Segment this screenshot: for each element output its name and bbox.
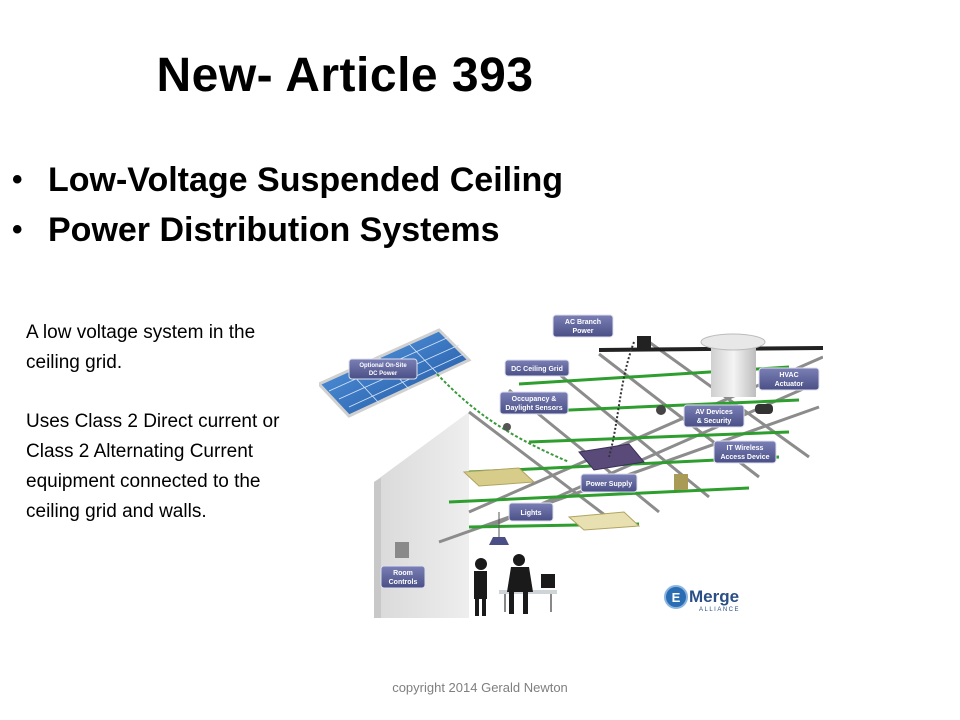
sensor-device [503, 423, 511, 431]
tag-label: DC Ceiling Grid [511, 366, 563, 373]
bullet-text: Power Distribution Systems [48, 211, 500, 249]
light-panel [567, 511, 641, 531]
illustration-svg: AC Branch Power Optional On-Site DC Powe… [316, 314, 824, 618]
tag-label: Daylight Sensors [505, 405, 562, 412]
power-supply-cable [608, 341, 635, 458]
logo-mark: E [672, 590, 681, 605]
slide-title: New- Article 393 [156, 49, 534, 102]
solar-cable [436, 373, 570, 463]
tag-label: Lights [521, 510, 542, 517]
tag-label: Power [572, 328, 593, 335]
power-supply-box [578, 443, 645, 471]
sensor-device [656, 405, 666, 415]
bullet-icon: • [12, 163, 23, 196]
thermostat [395, 542, 409, 558]
hvac-unit [700, 333, 766, 397]
tag-label: AC Branch [565, 319, 601, 326]
bullet-list: • Low-Voltage Suspended Ceiling • Power Di… [10, 155, 563, 255]
tag-label: & Security [697, 418, 732, 425]
tag-label: DC Power [369, 371, 398, 377]
description-paragraph: A low voltage system in the ceiling grid… [26, 322, 256, 373]
tag-solar: Optional On-Site DC Power [348, 358, 418, 380]
ceiling-system-illustration: AC Branch Power Optional On-Site DC Powe… [316, 312, 824, 618]
tag-label: Controls [389, 579, 418, 586]
tag-label: Access Device [720, 454, 769, 461]
tag-power-supply: Power Supply [580, 473, 638, 493]
office-scene [474, 554, 557, 616]
emerge-alliance-logo: E Merge ALLIANCE [664, 585, 740, 613]
tag-it: IT Wireless Access Device [713, 440, 777, 464]
description-text: A low voltage system in the ceiling grid… [26, 318, 301, 556]
light-panel [462, 467, 536, 487]
bullet-text: Low-Voltage Suspended Ceiling [48, 161, 564, 199]
tag-room-controls: Room Controls [380, 565, 426, 589]
logo-name: Merge [689, 587, 739, 606]
tag-label: Actuator [775, 381, 804, 388]
tag-ac-branch: AC Branch Power [552, 314, 614, 338]
tag-label: HVAC [779, 372, 798, 379]
tag-label: Optional On-Site [359, 363, 407, 369]
description-paragraph: Uses Class 2 Direct current or Class 2 A… [26, 411, 280, 522]
wall-edge [374, 478, 381, 618]
camera-device [755, 404, 773, 414]
tag-label: IT Wireless [727, 445, 764, 452]
tag-dc-grid: DC Ceiling Grid [504, 359, 570, 377]
junction-box [637, 336, 651, 348]
logo-sub: ALLIANCE [699, 607, 740, 613]
bullet-item: • Power Distribution Systems [10, 205, 563, 255]
bullet-icon: • [12, 213, 23, 246]
tag-av: AV Devices & Security [683, 404, 745, 428]
speaker-device [674, 474, 688, 490]
tag-label: Power Supply [586, 481, 632, 488]
tag-hvac: HVAC Actuator [758, 367, 820, 391]
tag-label: Occupancy & [512, 396, 557, 403]
bullet-item: • Low-Voltage Suspended Ceiling [10, 155, 563, 205]
tag-lights: Lights [508, 502, 554, 522]
tag-label: AV Devices [695, 409, 733, 416]
copyright-notice: copyright 2014 Gerald Newton [392, 680, 568, 695]
lamp-shade [489, 537, 509, 545]
tag-occupancy: Occupancy & Daylight Sensors [499, 391, 569, 415]
tag-label: Room [393, 570, 413, 577]
